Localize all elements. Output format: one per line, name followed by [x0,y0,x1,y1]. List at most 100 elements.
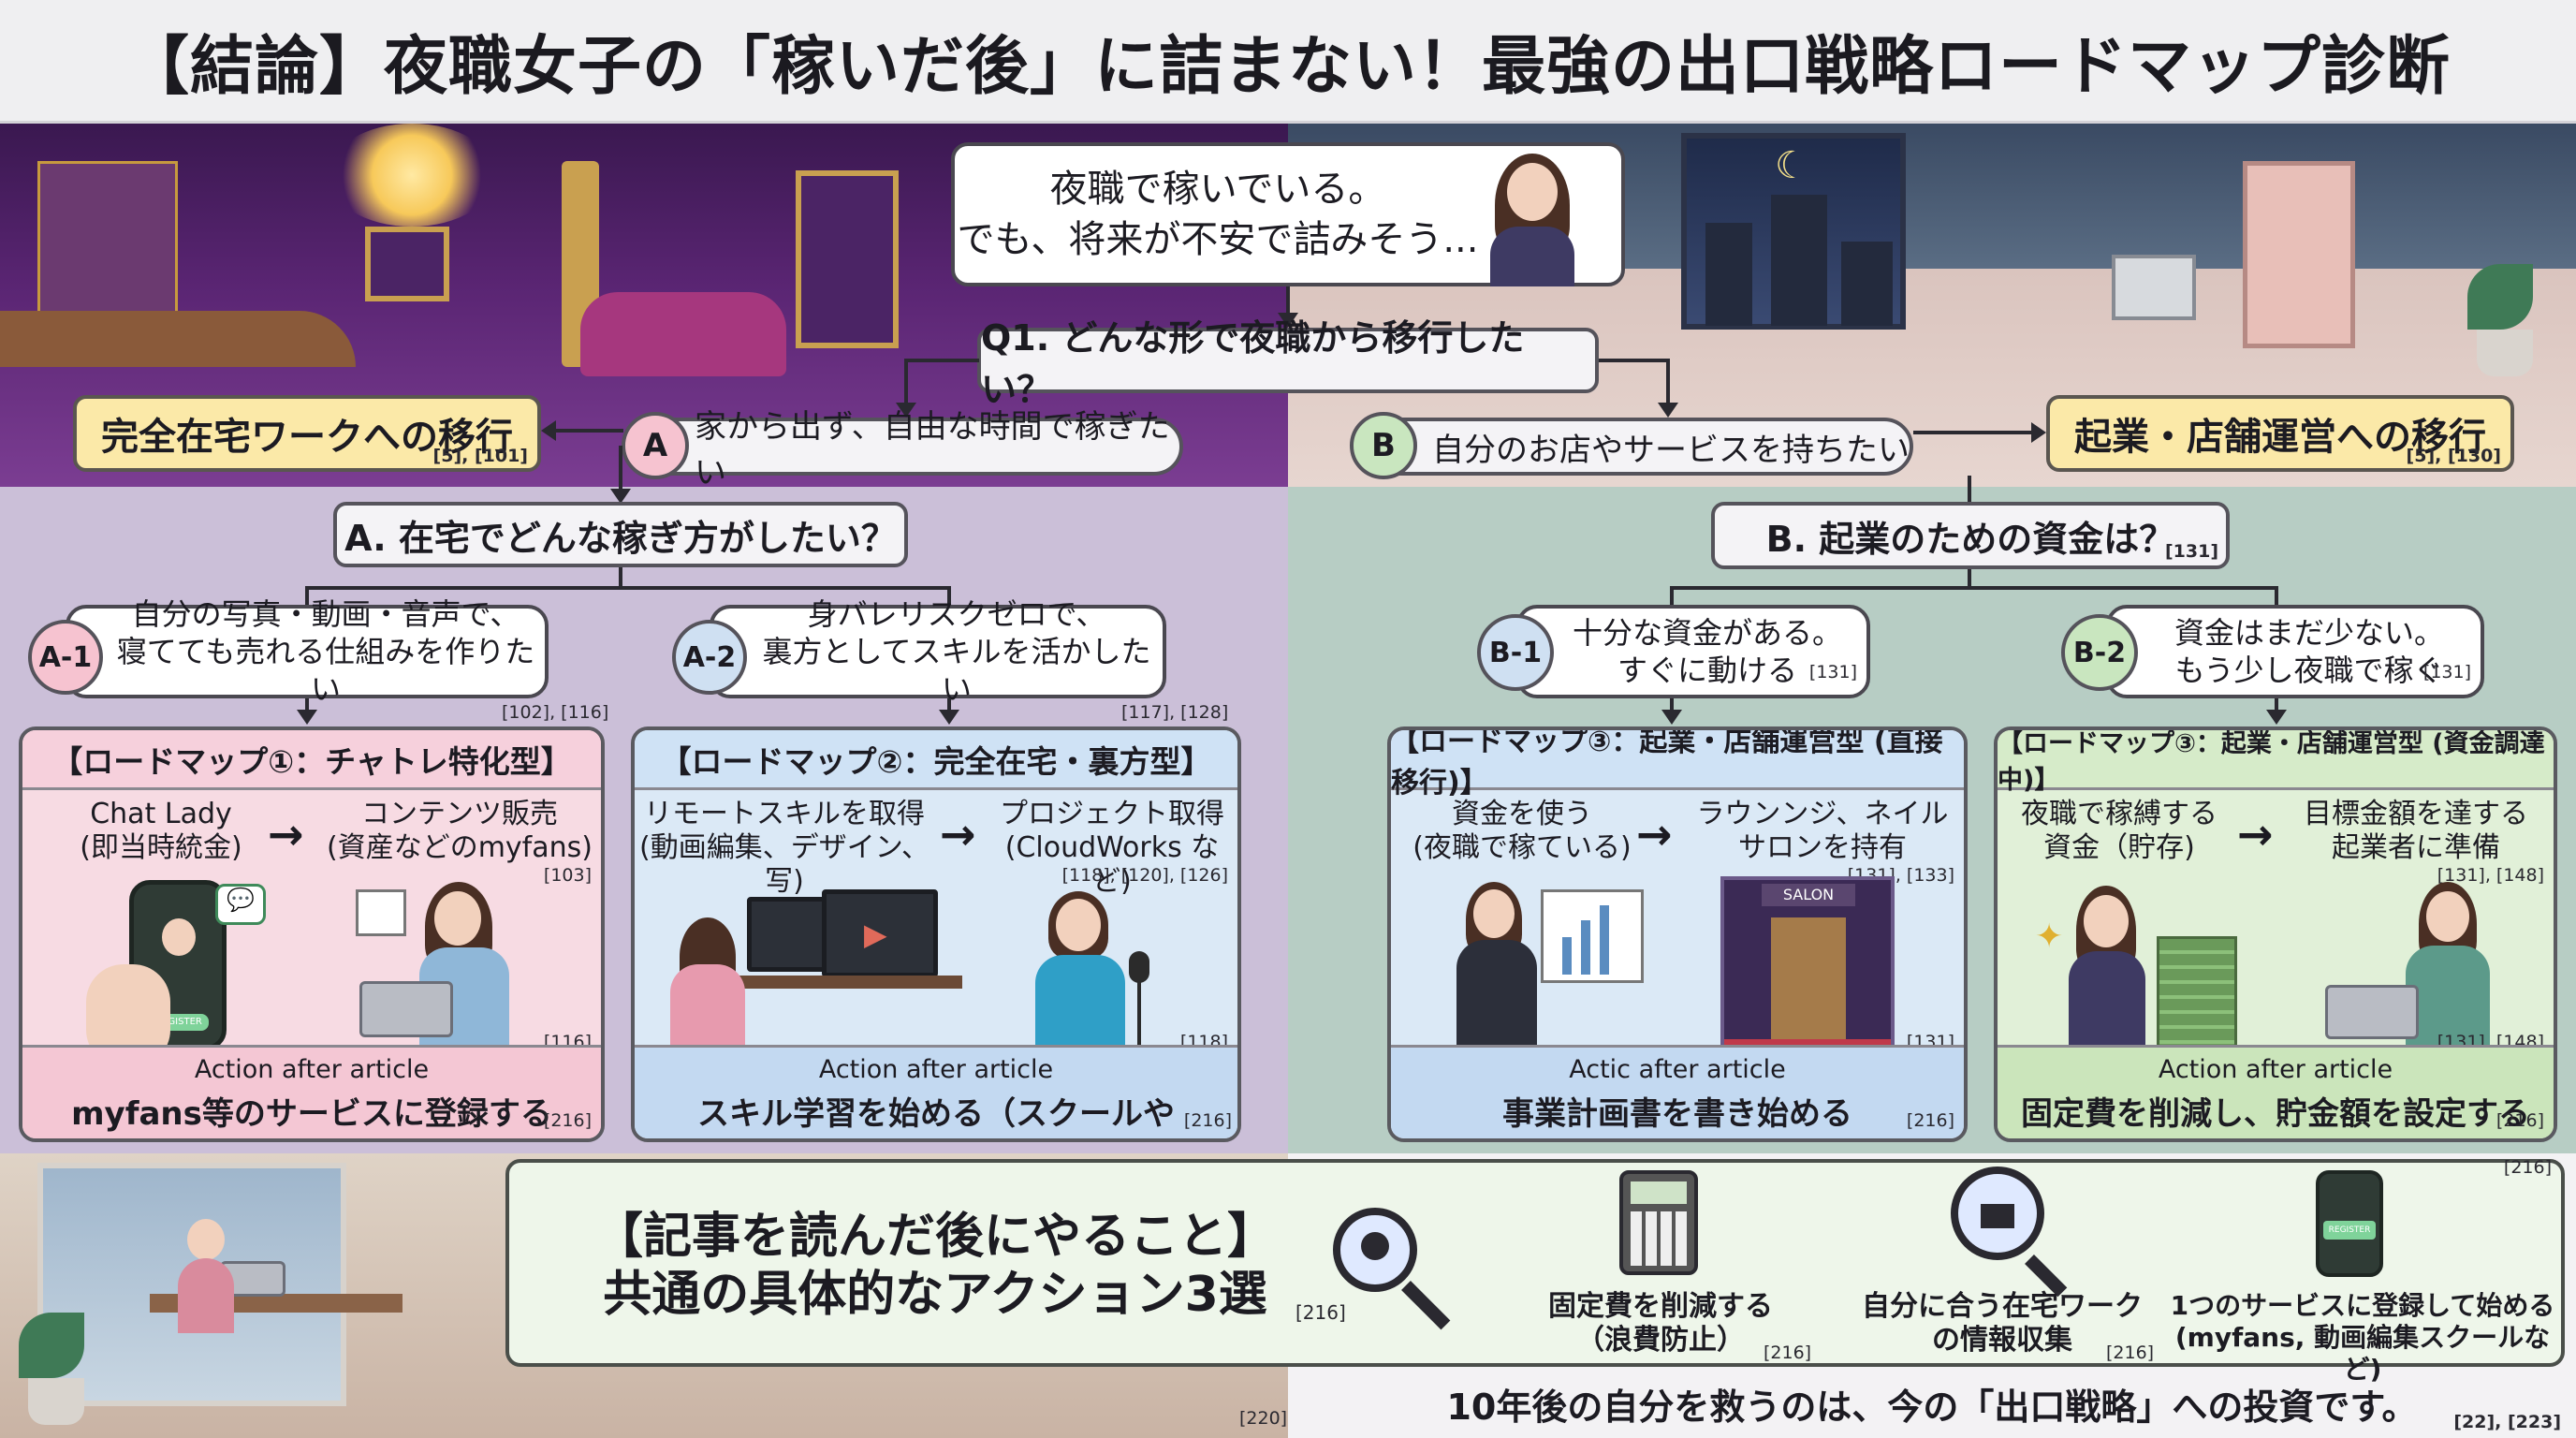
action-text: 固定費を削減し、貯金額を設定する [2021,1095,2530,1133]
woman-suit [1456,940,1537,1052]
a1-line2: 寝てても売れる仕組みを作りたい [116,634,535,707]
to-line2: (資産などのmyfans) [327,831,593,864]
woman-head [1056,899,1101,951]
actions-heading: 【記事を読んだ後にやること】 共通の具体的なアクション3選 [565,1208,1305,1324]
action-label: Actic after article [1569,1055,1786,1084]
actions-heading-line1: 【記事を読んだ後にやること】 [593,1209,1276,1265]
option-a1[interactable]: 自分の写真・動画・音声で、 寝てても売れる仕組みを作りたい [66,596,549,707]
magnifier-handle [1401,1281,1451,1330]
connector [1913,431,2035,434]
to-line2: 起業者に準備 [2332,831,2500,864]
track-b-text: 起業・店舗運営への移行 [2074,416,2486,459]
ref: [216] [1295,1301,1346,1324]
ref: [117], [128] [1121,702,1229,723]
option-a[interactable]: 家から出ず、自由な時間で稼ぎたい [625,408,1183,492]
roadmap-2-action: Action after article スキル学習を始める（スクールやYouT… [635,1045,1237,1138]
plant-pot [2477,330,2533,376]
q1-box: Q1. どんな形で夜職から移行したい？ [977,317,1599,410]
bar [1600,905,1609,975]
ref: [131] [1808,662,1857,682]
from-line2: (夜職で稼ている) [1412,831,1632,864]
roadmap-4-action: Action after article 固定費を削減し、貯金額を設定する [2… [1998,1045,2554,1138]
ref: [216] [1906,1110,1954,1131]
option-a-badge: A [622,412,689,479]
question-a: A. 在宅でどんな稼ぎ方がしたい？ [333,502,908,567]
b1-badge: B-1 [1477,614,1554,691]
title-bar: 【結論】夜職女子の「稼いだ後」に詰まない！最強の出口戦略ロードマップ診断 [0,0,2576,124]
connector [1670,698,1674,712]
action-item-1: 固定費を削減する （浪費防止） [1501,1290,1820,1357]
arrow-right-icon: → [1636,809,1673,859]
arrow-right-icon [2031,422,2046,443]
dress [1490,227,1574,286]
salon-door [1771,917,1846,1039]
connector [947,698,951,712]
building [1771,195,1827,326]
roadmap-1-header: 【ロードマップ①：チャトレ特化型】 [22,730,601,790]
roadmap-card-1: 【ロードマップ①：チャトレ特化型】 Chat Lady (即当時統金) → コン… [19,726,605,1142]
bar [1581,920,1590,975]
a1-badge: A-1 [28,620,103,695]
connector [2275,586,2278,612]
option-b-badge: B [1350,412,1417,479]
night-window [1681,133,1906,330]
arrow-down-icon [2266,710,2287,725]
connector [1670,586,2278,590]
plant-leaf [19,1313,84,1378]
connector [305,698,309,712]
from-line1: 資金を使う [1452,798,1592,830]
microphone-icon [1129,951,1149,983]
moon-icon: ☾ [1775,144,1808,187]
option-a-text: 家から出ず、自由な時間で稼ぎたい [695,408,1170,492]
face [1507,163,1558,221]
action-item-2-line1: 自分に合う在宅ワーク [1862,1290,2143,1323]
arrow-down-icon [896,403,916,418]
option-a2[interactable]: 身バレリスクゼロで、 裏方としてスキルを活かしたい [710,596,1166,707]
ref: [22], [223] [2453,1412,2561,1432]
track-b-label: 起業・店舗運営への移行 [5], [130] [2046,395,2514,472]
ref: [220] [1239,1408,1288,1429]
sofa [580,292,786,376]
woman-body [670,964,745,1058]
roadmap-4-header: 【ロードマップ③：起業・店舗運営型 (資金調達中)】 [1998,730,2554,795]
connector [554,429,623,433]
track-a-label: 完全在宅ワークへの移行 [5], [101] [73,395,541,472]
to-line1: コンテンツ販売 [361,798,558,830]
action-label: Action after article [194,1055,430,1084]
to-line1: プロジェクト取得 [1000,798,1224,830]
cash-stack-icon [2157,936,2237,1049]
action-item-1-line1: 固定費を削減する [1548,1290,1773,1323]
mic-stand [1137,981,1141,1056]
b1-line2: すぐに動ける [1617,653,1797,688]
building [1705,223,1752,326]
question-b: B. 起業のための資金は？ [131] [1711,502,2230,569]
to-line2: サロンを持有 [1738,831,1907,864]
ref: [216] [2496,1110,2544,1131]
play-icon: ▶ [864,917,887,952]
option-b1[interactable]: 十分な資金がある。 すぐに動ける [131] [1516,605,1870,698]
woman-head [162,918,196,956]
from-line1: 夜職で稼縛する [2021,798,2217,830]
plant-leaf [2467,264,2533,330]
intro-line1: 夜職で稼いでいる。 [1049,168,1386,211]
from-line2: (即当時統金) [80,831,242,864]
to-line1: ラウンンジ、ネイル [1696,798,1949,830]
register-button: REGISTER [2323,1221,2376,1240]
roadmap-1-from: Chat Lady (即当時統金) [67,798,255,865]
woman-head [2084,895,2129,947]
b2-badge: B-2 [2061,614,2138,691]
connector [904,359,979,362]
ref: [103] [543,865,592,886]
option-b2[interactable]: 資金はまだ少ない。 もう少し夜職で稼ぐ [131] [2106,605,2484,698]
option-b[interactable]: 自分のお店やサービスを持ちたい [1354,418,1913,476]
user-head [1361,1232,1389,1260]
action-text: スキル学習を始める（スクールやYouTube) [697,1095,1175,1138]
woman-head [1473,889,1515,938]
roadmap-3-action: Actic after article 事業計画書を書き始める [216] [1391,1045,1964,1138]
ref: [216] [2503,1157,2552,1178]
roadmap-1-action: Action after article myfans等のサービスに登録する [… [22,1045,601,1138]
arrow-left-icon [541,420,556,441]
a2-line1: 身バレリスクゼロで、 [807,596,1106,632]
wall-frame [365,227,449,301]
calc-keys [1631,1211,1687,1266]
